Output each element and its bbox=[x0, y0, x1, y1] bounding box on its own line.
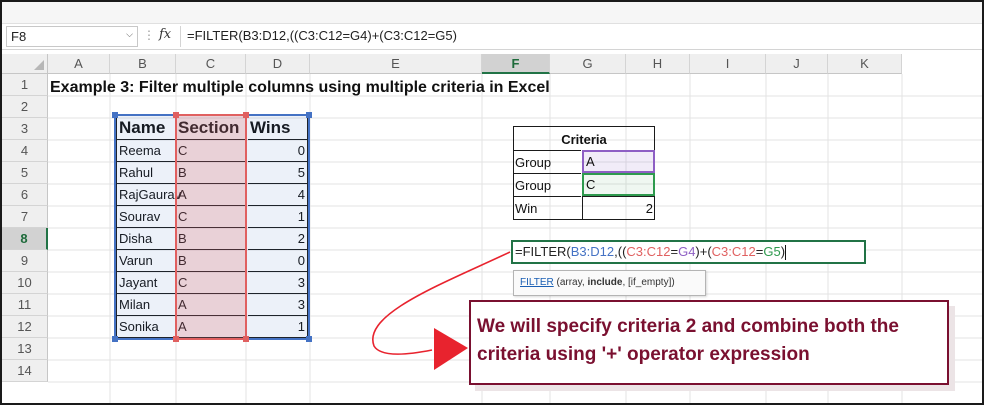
formula-input[interactable]: =FILTER(B3:D12,((C3:C12=G4)+(C3:C12=G5) bbox=[187, 28, 457, 43]
formula-bar: F8 ⌵ ⋮ fx =FILTER(B3:D12,((C3:C12=G4)+(C… bbox=[2, 24, 982, 50]
tooltip-args: (array, bbox=[553, 277, 588, 288]
formula-part: ) bbox=[780, 244, 786, 259]
column-header-c[interactable]: C bbox=[176, 54, 246, 74]
column-header-d[interactable]: D bbox=[246, 54, 310, 74]
column-header-b[interactable]: B bbox=[110, 54, 176, 74]
text-cursor bbox=[785, 245, 787, 261]
row-header-9[interactable]: 9 bbox=[2, 250, 48, 272]
tooltip-current-arg: include bbox=[587, 277, 623, 288]
table-cell[interactable]: 2 bbox=[248, 228, 308, 250]
callout-line-2: criteria using '+' operator expression bbox=[477, 344, 810, 365]
column-header-e[interactable]: E bbox=[310, 54, 482, 74]
chevron-down-icon[interactable]: ⌵ bbox=[126, 29, 133, 39]
range-resize-handle[interactable] bbox=[112, 336, 118, 342]
table-cell[interactable]: 0 bbox=[248, 250, 308, 272]
column-header-j[interactable]: J bbox=[766, 54, 828, 74]
formula-ref-g4: G4 bbox=[678, 244, 696, 259]
name-box-value: F8 bbox=[11, 29, 27, 44]
criteria-header: Criteria bbox=[561, 132, 607, 147]
column-header-i[interactable]: I bbox=[690, 54, 766, 74]
formula-ref-g5: G5 bbox=[763, 244, 781, 259]
table-cell[interactable]: 1 bbox=[248, 206, 308, 228]
table-cell[interactable]: 0 bbox=[248, 140, 308, 162]
callout-box: We will specify criteria 2 and combine b… bbox=[469, 300, 949, 385]
column-header-a[interactable]: A bbox=[48, 54, 110, 74]
annotation-arrow bbox=[372, 251, 511, 370]
table-cell[interactable]: 3 bbox=[248, 294, 308, 316]
formula-cell-f8[interactable]: =FILTER(B3:D12,((C3:C12=G4)+(C3:C12=G5) bbox=[511, 240, 866, 264]
row-header-13[interactable]: 13 bbox=[2, 338, 48, 360]
formula-part: =FILTER( bbox=[515, 244, 571, 259]
row-header-11[interactable]: 11 bbox=[2, 294, 48, 316]
tooltip-args: , [if_empty]) bbox=[622, 277, 675, 288]
table-header-wins[interactable]: Wins bbox=[248, 116, 308, 140]
criteria-value[interactable]: 2 bbox=[582, 196, 655, 219]
row-header-14[interactable]: 14 bbox=[2, 360, 48, 382]
table-cell[interactable]: 4 bbox=[248, 184, 308, 206]
row-header-3[interactable]: 3 bbox=[2, 118, 48, 140]
formula-ref-section: C3:C12 bbox=[711, 244, 756, 259]
row-header-6[interactable]: 6 bbox=[2, 184, 48, 206]
select-all-corner[interactable] bbox=[2, 54, 48, 74]
name-box[interactable]: F8 ⌵ bbox=[6, 26, 138, 47]
formula-part: = bbox=[755, 244, 764, 259]
more-dots-icon: ⋮ bbox=[143, 28, 155, 42]
range-resize-handle[interactable] bbox=[112, 112, 118, 118]
row-header-4[interactable]: 4 bbox=[2, 140, 48, 162]
page-title: Example 3: Filter multiple columns using… bbox=[50, 79, 550, 96]
range-resize-handle[interactable] bbox=[306, 336, 312, 342]
range-resize-handle[interactable] bbox=[173, 112, 179, 118]
column-header-f[interactable]: F bbox=[482, 54, 550, 74]
range-resize-handle[interactable] bbox=[306, 112, 312, 118]
formula-part: ,(( bbox=[614, 244, 627, 259]
callout-text: We will specify criteria 2 and combine b… bbox=[477, 313, 899, 369]
function-tooltip: FILTER (array, include, [if_empty]) bbox=[513, 270, 706, 296]
table-cell[interactable]: 3 bbox=[248, 272, 308, 294]
criteria-label[interactable]: Group bbox=[513, 150, 581, 173]
column-header-g[interactable]: G bbox=[550, 54, 626, 74]
criteria-value[interactable]: C bbox=[582, 173, 655, 196]
column-header-k[interactable]: K bbox=[828, 54, 902, 74]
row-header-5[interactable]: 5 bbox=[2, 162, 48, 184]
arrow-head-icon bbox=[434, 328, 468, 370]
formula-part: = bbox=[670, 244, 679, 259]
range-resize-handle[interactable] bbox=[243, 336, 249, 342]
fx-icon[interactable]: fx bbox=[159, 27, 172, 42]
criteria-label[interactable]: Group bbox=[513, 173, 581, 196]
arrow-curve bbox=[372, 251, 511, 355]
callout-line-1: We will specify criteria 2 and combine b… bbox=[477, 316, 899, 337]
row-header-10[interactable]: 10 bbox=[2, 272, 48, 294]
column-header-h[interactable]: H bbox=[626, 54, 690, 74]
criteria-label[interactable]: Win bbox=[513, 196, 581, 219]
formula-ref-section: C3:C12 bbox=[626, 244, 671, 259]
row-header-8[interactable]: 8 bbox=[2, 228, 48, 250]
row-header-1[interactable]: 1 bbox=[2, 74, 48, 96]
formula-bar-divider bbox=[180, 26, 181, 47]
formula-ref-array: B3:D12 bbox=[570, 244, 615, 259]
table-cell[interactable]: 5 bbox=[248, 162, 308, 184]
range-resize-handle[interactable] bbox=[243, 112, 249, 118]
table-cell[interactable]: 1 bbox=[248, 316, 308, 338]
range-resize-handle[interactable] bbox=[173, 336, 179, 342]
formula-part: )+( bbox=[695, 244, 712, 259]
row-header-2[interactable]: 2 bbox=[2, 96, 48, 118]
criteria-value[interactable]: A bbox=[582, 150, 655, 173]
function-help-link[interactable]: FILTER bbox=[520, 277, 554, 288]
row-header-12[interactable]: 12 bbox=[2, 316, 48, 338]
row-header-7[interactable]: 7 bbox=[2, 206, 48, 228]
ribbon-strip bbox=[2, 2, 982, 24]
